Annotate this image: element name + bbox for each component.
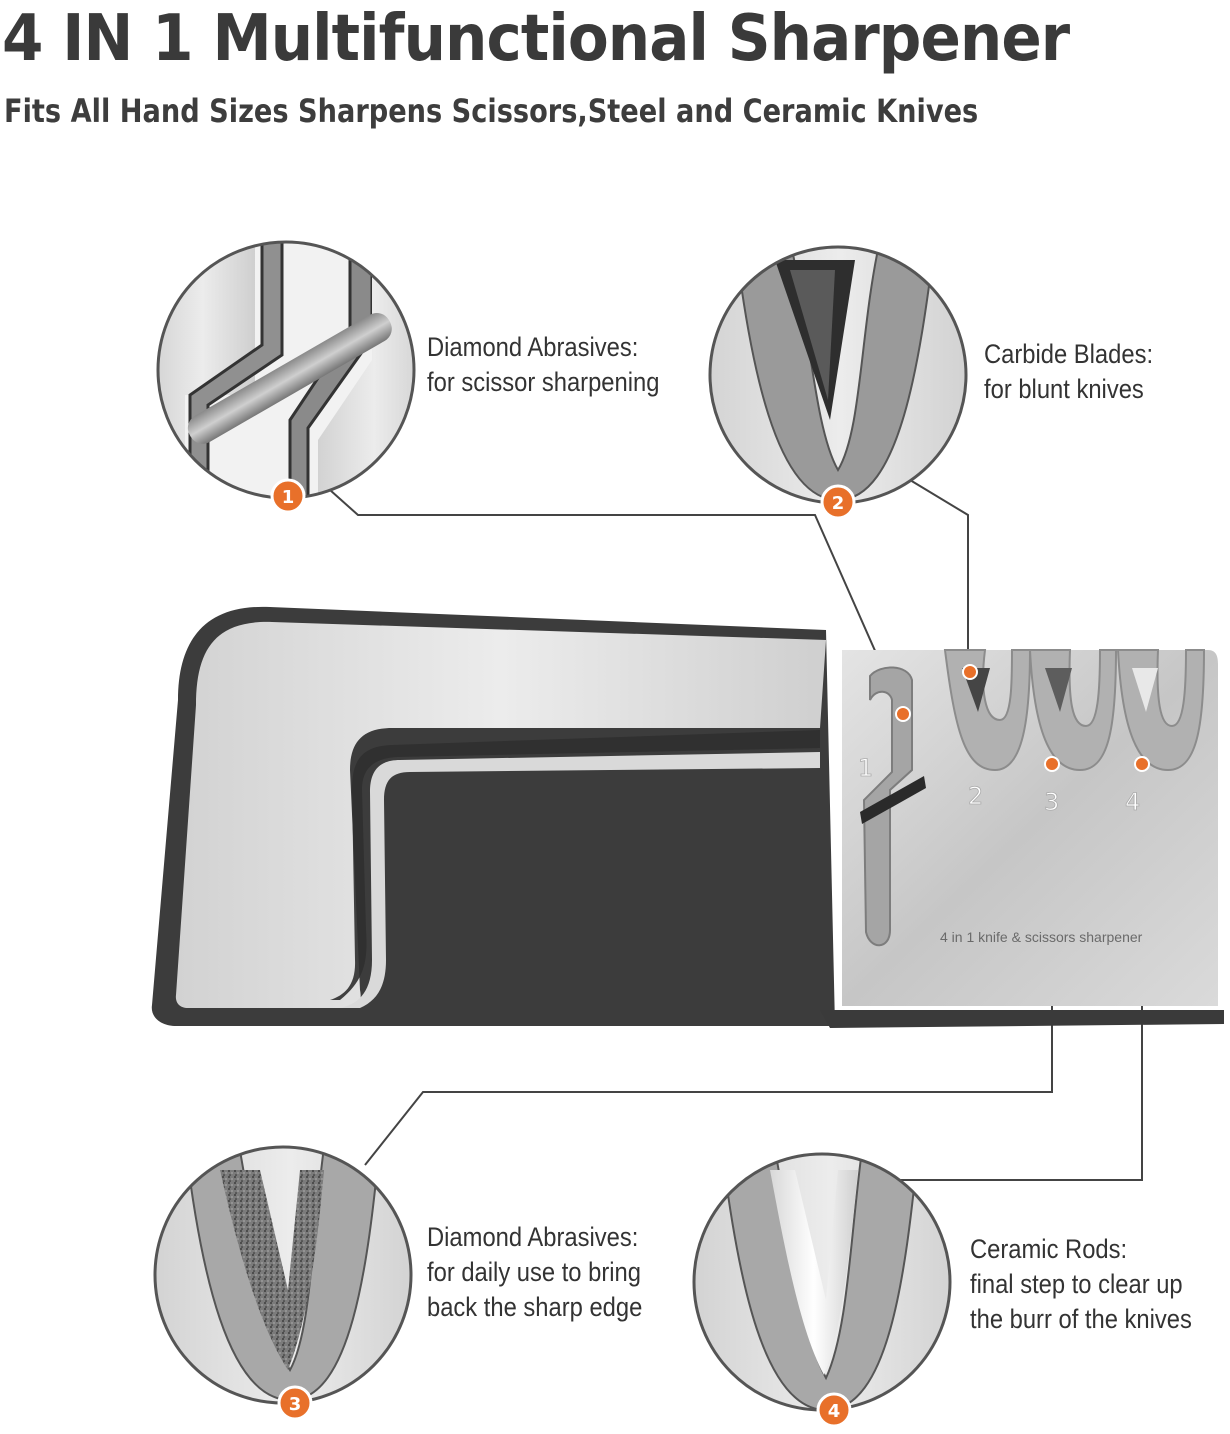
callout-4-heading: Ceramic Rods: [970, 1234, 1128, 1264]
callout-3-heading: Diamond Abrasives: [427, 1222, 639, 1252]
zoom-circle-4: 4 [692, 1152, 952, 1428]
callout-3-line-1: for daily use to bring [427, 1257, 641, 1287]
pointer-dot-1 [895, 706, 911, 722]
callout-3-line-2: back the sharp edge [427, 1292, 643, 1322]
slot-number-1: 1 [858, 754, 873, 782]
page-title: 4 IN 1 Multifunctional Sharpener [2, 2, 1070, 76]
callout-2-heading: Carbide Blades: [984, 339, 1154, 369]
engraving-text: 4 in 1 knife & scissors sharpener [940, 929, 1143, 945]
badge-2-number: 2 [832, 493, 845, 514]
slot-2-carbide [943, 649, 1032, 772]
slot-number-3: 3 [1044, 788, 1059, 816]
callout-1: Diamond Abrasives: for scissor sharpenin… [427, 330, 659, 400]
pointer-dot-3 [1044, 756, 1060, 772]
slot-number-2: 2 [968, 782, 983, 810]
zoom-circle-1: 1 [156, 240, 416, 514]
callout-4-line-2: the burr of the knives [970, 1304, 1192, 1334]
leader-line-1 [329, 489, 904, 715]
badge-3-number: 3 [289, 1394, 302, 1415]
slot-number-4: 4 [1125, 788, 1140, 816]
zoom-circle-3: 3 [153, 1145, 413, 1421]
badge-1 [270, 478, 306, 514]
page-subtitle: Fits All Hand Sizes Sharpens Scissors,St… [4, 92, 979, 130]
callout-1-heading: Diamond Abrasives: [427, 332, 639, 362]
callout-1-line-1: for scissor sharpening [427, 367, 660, 397]
zoom-circle-2: 2 [708, 245, 968, 520]
badge-1-number: 1 [282, 487, 295, 508]
sharpener-head: 1 2 3 4 4 in 1 knife & scissors sharpene… [820, 649, 1224, 1028]
badge-4 [816, 1392, 852, 1428]
leader-line-2 [909, 479, 969, 672]
pointer-dot-4 [1134, 756, 1150, 772]
callout-3: Diamond Abrasives: for daily use to brin… [427, 1220, 642, 1325]
badge-3 [277, 1385, 313, 1421]
badge-4-number: 4 [828, 1401, 841, 1422]
slot-1-scissor [860, 666, 926, 947]
badge-2 [820, 484, 856, 520]
callout-2-line-1: for blunt knives [984, 374, 1144, 404]
callout-4-line-1: final step to clear up [970, 1269, 1183, 1299]
sharpener-handle [151, 606, 835, 1026]
callout-2: Carbide Blades: for blunt knives [984, 337, 1153, 407]
pointer-dot-2 [962, 664, 978, 680]
callout-4: Ceramic Rods: final step to clear up the… [970, 1232, 1192, 1337]
